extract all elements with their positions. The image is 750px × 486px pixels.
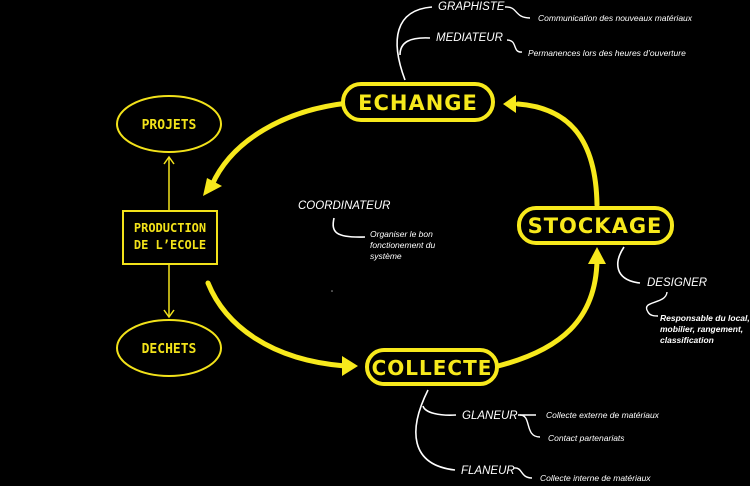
branch-flaneur-task xyxy=(513,467,533,479)
node-production-line1: PRODUCTION xyxy=(134,221,206,235)
arrow-production-to-collecte xyxy=(205,280,348,369)
branch-glaneur-task-2 xyxy=(519,414,541,438)
arrow-collecte-to-stockage xyxy=(495,257,600,369)
task-glaneur-1: Collecte externe de matériaux xyxy=(546,410,660,420)
task-graphiste-1: Communication des nouveaux matériaux xyxy=(538,13,693,23)
branch-collecte-flaneur xyxy=(415,389,456,471)
branch-stockage-designer xyxy=(617,246,641,284)
task-flaneur-1: Collecte interne de matériaux xyxy=(540,473,651,483)
task-designer-1: Responsable du local, xyxy=(660,313,750,323)
node-dechets-label: DECHETS xyxy=(142,342,197,357)
arrowhead-echange-to-production xyxy=(203,178,222,196)
branch-echange-mediateur xyxy=(399,37,431,56)
node-stockage[interactable]: STOCKAGE xyxy=(517,206,674,245)
branch-designer-task xyxy=(645,291,668,317)
role-flaneur: FLANEUR xyxy=(461,465,515,477)
task-designer-2: mobilier, rangement, xyxy=(660,324,743,334)
branch-coordinateur-task xyxy=(332,217,366,238)
node-dechets[interactable]: DECHETS xyxy=(116,319,222,377)
task-coordinateur-2: fonctionement du xyxy=(370,240,435,250)
task-coordinateur-3: système xyxy=(370,251,402,261)
role-glaneur: GLANEUR xyxy=(462,410,518,422)
node-collecte[interactable]: COLLECTE xyxy=(365,348,499,386)
node-stockage-label: STOCKAGE xyxy=(528,214,663,238)
stray-dot xyxy=(331,290,333,292)
node-production-line2: DE L’ECOLE xyxy=(134,238,206,252)
node-production-ecole[interactable]: PRODUCTION DE L’ECOLE xyxy=(122,210,218,265)
task-coordinateur-1: Organiser le bon xyxy=(370,229,433,239)
arrowhead-collecte-to-stockage xyxy=(588,247,606,264)
branch-collecte-glaneur xyxy=(422,405,457,416)
arrowhead-production-to-dechets xyxy=(163,309,175,319)
arrow-echange-to-production xyxy=(209,100,351,188)
arrowhead-stockage-to-echange xyxy=(503,95,516,113)
task-glaneur-2: Contact partenariats xyxy=(548,433,625,443)
arrow-stockage-to-echange xyxy=(515,101,600,208)
role-graphiste: GRAPHISTE xyxy=(438,1,505,13)
node-echange[interactable]: ECHANGE xyxy=(341,82,495,122)
branch-graphiste-task xyxy=(504,6,531,19)
node-projets[interactable]: PROJETS xyxy=(116,95,222,153)
task-mediateur-1: Permanences lors des heures d’ouverture xyxy=(528,48,686,58)
branch-mediateur-task xyxy=(506,39,523,53)
node-echange-label: ECHANGE xyxy=(358,91,478,115)
role-designer: DESIGNER xyxy=(647,277,707,289)
branch-echange-graphiste xyxy=(396,6,433,81)
task-designer-3: classification xyxy=(660,335,714,345)
arrowhead-production-to-projets xyxy=(163,155,175,165)
node-collecte-label: COLLECTE xyxy=(372,356,493,380)
role-coordinateur: COORDINATEUR xyxy=(298,200,390,212)
arrowhead-production-to-collecte xyxy=(342,356,358,376)
node-projets-label: PROJETS xyxy=(142,118,197,133)
role-mediateur: MEDIATEUR xyxy=(436,32,503,44)
